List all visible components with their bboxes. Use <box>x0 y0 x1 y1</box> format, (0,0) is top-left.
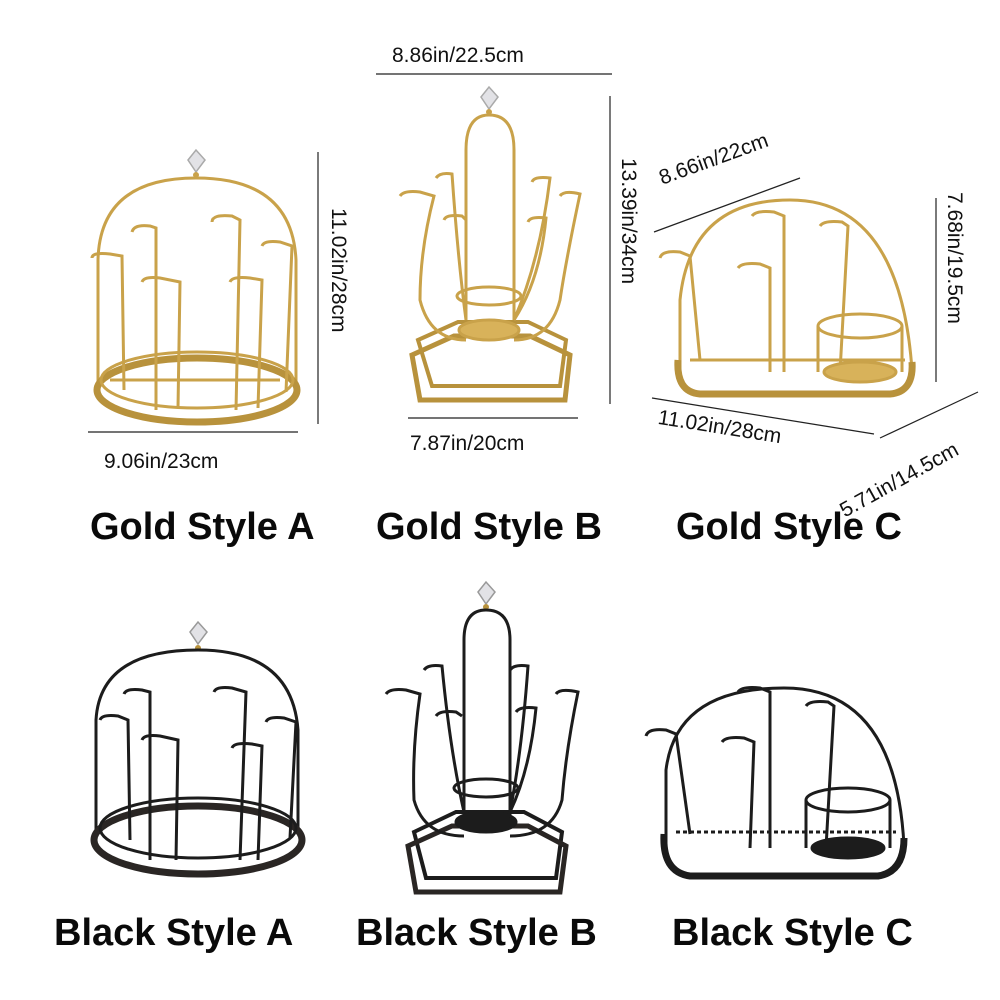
caption-gold-style-c: Gold Style C <box>676 506 902 548</box>
crystal-knob-icon <box>477 580 496 610</box>
gold-c-depth-top-line <box>653 177 801 233</box>
caption-black-style-c: Black Style C <box>672 912 913 954</box>
gold-b-height-label: 13.39in/34cm <box>617 158 640 285</box>
crystal-knob-icon <box>187 148 206 178</box>
black-style-a-rack <box>90 620 306 878</box>
dimension-lines <box>88 73 979 439</box>
crystal-knob-icon <box>480 85 499 115</box>
caption-gold-style-b: Gold Style B <box>376 506 602 548</box>
gold-a-height-label: 11.02in/28cm <box>327 208 350 333</box>
gold-c-depth-line <box>879 391 979 439</box>
gold-b-base-width-label: 7.87in/20cm <box>410 432 525 455</box>
black-style-c-rack <box>644 686 908 880</box>
gold-style-c-rack <box>658 198 916 398</box>
gold-c-length-line <box>651 397 875 435</box>
gold-b-top-width-label: 8.86in/22.5cm <box>392 44 524 67</box>
black-style-b-rack <box>384 580 580 895</box>
gold-style-b-rack <box>398 85 582 403</box>
crystal-knob-icon <box>189 620 208 651</box>
caption-gold-style-a: Gold Style A <box>90 506 315 548</box>
gold-c-height-label: 7.68in/19.5cm <box>943 192 966 324</box>
caption-black-style-b: Black Style B <box>356 912 597 954</box>
gold-style-a-rack <box>90 148 301 426</box>
gold-a-width-label: 9.06in/23cm <box>104 450 219 473</box>
caption-black-style-a: Black Style A <box>54 912 294 954</box>
